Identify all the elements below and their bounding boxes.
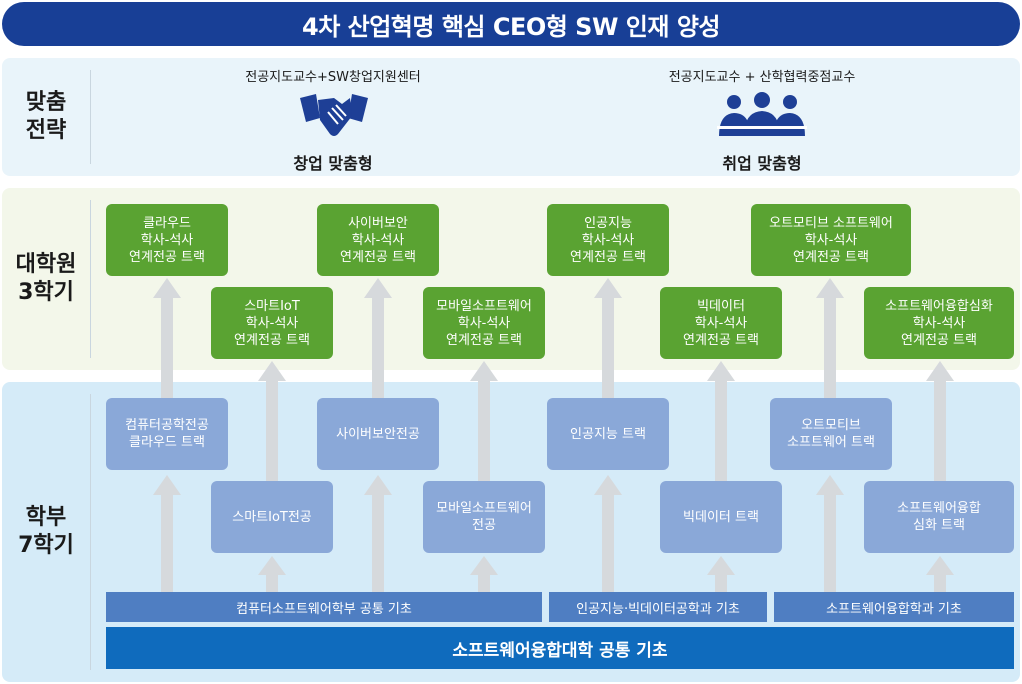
track-line: 연계전공 트랙 <box>340 249 416 265</box>
people-group-icon <box>717 92 807 136</box>
track-line: 학사-석사 <box>581 232 635 248</box>
track-line: 심화 트랙 <box>913 518 965 533</box>
row-label-undergraduate: 학부 7학기 <box>2 382 90 682</box>
track-line: 학사-석사 <box>351 232 405 248</box>
foundation-college: 소프트웨어융합대학 공통 기초 <box>106 627 1014 669</box>
track-line: 모바일소프트웨어 <box>436 298 532 314</box>
row-label-line: 7학기 <box>18 533 74 558</box>
startup-label: 창업 맞춤형 <box>293 154 373 173</box>
track-line: 연계전공 트랙 <box>446 332 522 348</box>
track-line: 클라우드 트랙 <box>129 435 205 450</box>
divider <box>90 70 91 164</box>
startup-caption: 전공지도교수+SW창업지원센터 <box>245 70 421 85</box>
foundation-cs-dept: 컴퓨터소프트웨어학부 공통 기초 <box>106 592 542 622</box>
track-line: 빅데이터 트랙 <box>683 509 759 525</box>
undergrad-track-big-data: 빅데이터 트랙 <box>660 481 782 553</box>
track-line: 연계전공 트랙 <box>901 332 977 348</box>
undergrad-track-ai: 인공지능 트랙 <box>547 398 669 470</box>
track-line: 소프트웨어융합심화 <box>885 298 993 314</box>
track-line: 소프트웨어 트랙 <box>787 435 875 450</box>
strategy-section <box>2 58 1020 176</box>
employment-label: 취업 맞춤형 <box>722 154 802 173</box>
title-banner: 4차 산업혁명 핵심 CEO형 SW 인재 양성 <box>2 2 1020 46</box>
track-line: 학사-석사 <box>694 315 748 331</box>
foundation-sw-convergence: 소프트웨어융합학과 기초 <box>774 592 1014 622</box>
track-line: 컴퓨터공학전공 <box>125 418 209 433</box>
undergrad-track-cyber-security: 사이버보안전공 <box>317 398 439 470</box>
row-label-line: 학부 <box>25 505 67 530</box>
track-line: 연계전공 트랙 <box>793 249 869 265</box>
foundation-ai-bigdata: 인공지능·빅데이터공학과 기초 <box>549 592 767 622</box>
track-line: 전공 <box>472 518 496 533</box>
track-line: 학사-석사 <box>912 315 966 331</box>
divider <box>90 394 91 670</box>
track-line: 학사-석사 <box>457 315 511 331</box>
row-label-line: 3학기 <box>18 280 74 305</box>
track-line: 클라우드 <box>143 215 191 231</box>
track-line: 빅데이터 <box>697 298 745 314</box>
divider <box>90 200 91 358</box>
row-label-graduate: 대학원 3학기 <box>2 188 90 370</box>
track-line: 모바일소프트웨어 <box>436 501 532 516</box>
track-line: 소프트웨어융합 <box>897 501 981 516</box>
track-line: 스마트IoT전공 <box>232 509 312 525</box>
track-line: 연계전공 트랙 <box>234 332 310 348</box>
track-line: 학사-석사 <box>804 232 858 248</box>
track-line: 사이버보안전공 <box>336 426 420 442</box>
track-line: 인공지능 트랙 <box>570 426 646 442</box>
track-line: 학사-석사 <box>245 315 299 331</box>
track-line: 오트모티브 소프트웨어 <box>769 215 893 231</box>
track-line: 사이버보안 <box>348 215 408 231</box>
track-line: 연계전공 트랙 <box>683 332 759 348</box>
track-line: 오트모티브 <box>801 418 861 433</box>
track-line: 학사-석사 <box>140 232 194 248</box>
track-line: 인공지능 <box>584 215 632 231</box>
track-line: 스마트IoT <box>244 298 300 314</box>
row-label-line: 전략 <box>25 118 67 143</box>
track-line: 연계전공 트랙 <box>570 249 646 265</box>
row-label-strategy: 맞춤 전략 <box>2 58 90 176</box>
undergrad-track-smart-iot: 스마트IoT전공 <box>211 481 333 553</box>
employment-caption: 전공지도교수 + 산학협력중점교수 <box>668 70 856 85</box>
row-label-line: 대학원 <box>15 252 77 277</box>
handshake-icon <box>300 94 368 136</box>
row-label-line: 맞춤 <box>25 90 67 115</box>
track-line: 연계전공 트랙 <box>129 249 205 265</box>
